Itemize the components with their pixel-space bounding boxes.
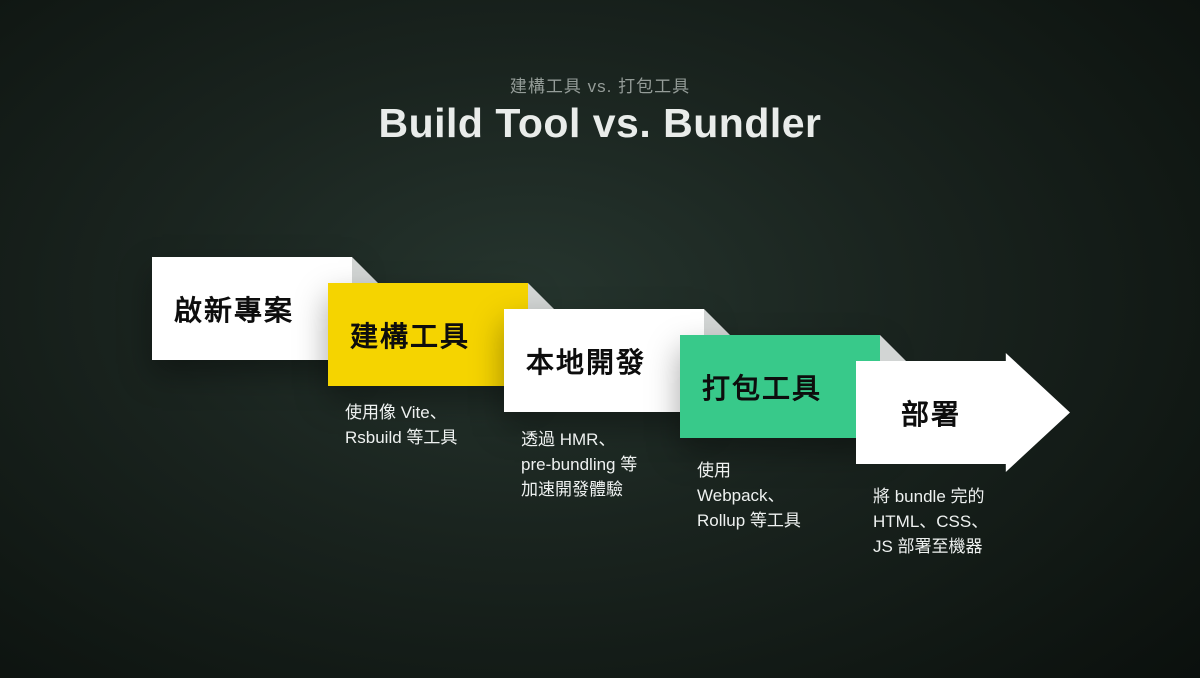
ribbon-fold-4 <box>880 335 906 361</box>
step-start-new-project-label: 啟新專案 <box>174 294 295 326</box>
ribbon-fold-2 <box>528 283 554 309</box>
step-bundler-label: 打包工具 <box>702 372 823 404</box>
step-local-dev-label: 本地開發 <box>526 346 647 378</box>
step-deploy-arrow: 部署 <box>856 353 1070 472</box>
step-build-tool: 建構工具 <box>328 283 528 386</box>
step-build-tool-description: 使用像 Vite、 Rsbuild 等工具 <box>345 403 458 447</box>
step-bundler-description: 使用 Webpack、 Rollup 等工具 <box>697 461 801 530</box>
step-deploy-label: 部署 <box>900 398 961 430</box>
step-local-dev-description: 透過 HMR、 pre-bundling 等 加速開發體驗 <box>521 430 638 499</box>
ribbon-fold-1 <box>352 257 378 283</box>
ribbon-fold-3 <box>704 309 730 335</box>
step-local-dev: 本地開發 <box>504 309 704 412</box>
slide-subtitle: 建構工具 vs. 打包工具 <box>509 77 691 96</box>
step-bundler: 打包工具 <box>680 335 880 438</box>
slide-title: Build Tool vs. Bundler <box>378 100 822 146</box>
step-build-tool-label: 建構工具 <box>350 320 471 352</box>
step-deploy-description: 將 bundle 完的 HTML、CSS、 JS 部署至機器 <box>873 487 989 556</box>
step-start-new-project: 啟新專案 <box>152 257 352 360</box>
